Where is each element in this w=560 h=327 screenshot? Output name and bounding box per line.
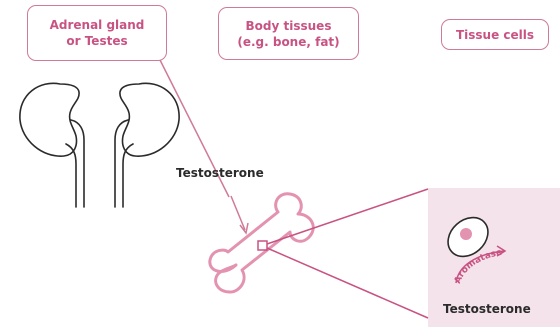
testosterone-label-cell: Testosterone — [443, 302, 531, 316]
body-line-2: (e.g. bone, fat) — [237, 34, 339, 50]
tissue-cells-box: Tissue cells — [441, 19, 549, 50]
adrenal-gland-box: Adrenal gland or Testes — [27, 5, 167, 61]
body-tissues-box: Body tissues (e.g. bone, fat) — [218, 7, 359, 60]
body-line-1: Body tissues — [237, 18, 339, 34]
kidneys-icon — [20, 83, 179, 207]
arrow-to-bone — [231, 196, 245, 230]
adrenal-line-2: or Testes — [50, 33, 145, 49]
tissue-cells-label: Tissue cells — [456, 27, 534, 43]
testosterone-label-bone: Testosterone — [176, 166, 264, 180]
adrenal-line-1: Adrenal gland — [50, 17, 145, 33]
bone-icon — [210, 194, 313, 292]
zoom-line-bottom — [267, 248, 428, 318]
